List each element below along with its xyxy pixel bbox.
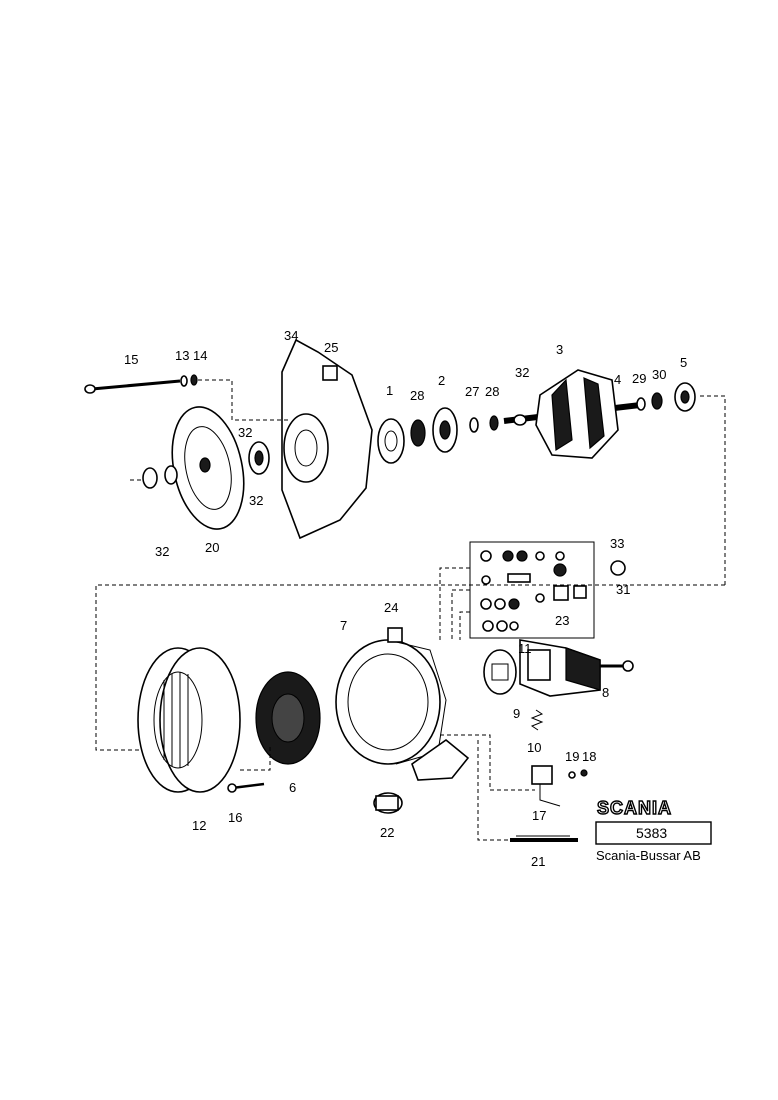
bracket-part (411, 738, 470, 781)
assembly-line-terminal (440, 734, 535, 791)
capacitor-part-22 (373, 792, 403, 814)
front-bearing-part-32 (248, 441, 270, 475)
nut-part-14 (190, 374, 198, 386)
nut-part-18 (580, 769, 588, 777)
callout-7: 7 (340, 618, 347, 633)
voltage-regulator-part-11 (519, 639, 601, 697)
pulley-nut-part-32 (142, 465, 178, 489)
callout-34: 34 (284, 328, 298, 343)
screw-part-8 (600, 660, 634, 672)
callout-17: 17 (532, 808, 546, 823)
callout-16: 16 (228, 810, 242, 825)
assembly-line-panel (439, 567, 470, 640)
rectifier-parts-panel-33 (469, 541, 595, 639)
drawing-number: 5383 (636, 825, 667, 841)
callout-32-shield: 32 (238, 425, 252, 440)
terminal-part-17 (531, 765, 561, 807)
spacer-part-27 (469, 417, 479, 433)
callout-9: 9 (513, 706, 520, 721)
assembly-line-stud (477, 740, 510, 841)
slip-ring-end-shield-part-7 (335, 627, 447, 765)
callout-12: 12 (192, 818, 206, 833)
callout-29: 29 (632, 371, 646, 386)
terminal-screw-part-31 (610, 560, 626, 576)
fan-pulley-part-20 (171, 406, 245, 530)
callout-10: 10 (527, 740, 541, 755)
stator-part-12 (137, 647, 241, 793)
callout-15: 15 (124, 352, 138, 367)
seal-part-28 (410, 419, 426, 447)
callout-20: 20 (205, 540, 219, 555)
callout-30: 30 (652, 367, 666, 382)
callout-33: 33 (610, 536, 624, 551)
callout-2: 2 (438, 373, 445, 388)
rear-bearing-part-5 (674, 382, 696, 412)
callout-3: 3 (556, 342, 563, 357)
stud-part-21 (510, 835, 578, 842)
scania-logo: SCANIA (597, 798, 672, 818)
drawing-number-box (595, 821, 712, 845)
seal-part-28b (489, 415, 499, 431)
callout-27: 27 (465, 384, 479, 399)
callout-32-nut: 32 (155, 544, 169, 559)
washer-part-19 (568, 771, 576, 779)
brand-block: SCANIA 5383 Scania-Bussar AB (595, 797, 712, 863)
callout-23: 23 (555, 613, 569, 628)
rectifier-plate-part-6 (255, 671, 321, 765)
callout-31: 31 (616, 582, 630, 597)
assembly-line-screw16 (240, 745, 271, 771)
through-bolt-part-15 (84, 379, 181, 394)
callout-5: 5 (680, 355, 687, 370)
company-name: Scania-Bussar AB (596, 848, 701, 863)
rotor-part-3 (503, 369, 641, 459)
callout-24: 24 (384, 600, 398, 615)
washer-part-13 (180, 375, 188, 387)
callout-13: 13 (175, 348, 189, 363)
drive-end-shield-part-34 (281, 338, 373, 540)
assembly-line-upper (198, 379, 290, 421)
callout-18: 18 (582, 749, 596, 764)
callout-4: 4 (614, 372, 621, 387)
washer-part-30 (651, 392, 663, 410)
retainer-plate-part-2 (432, 407, 458, 453)
bearing-part-1 (377, 418, 405, 464)
callout-32-bearing: 32 (249, 493, 263, 508)
callout-32-top: 32 (515, 365, 529, 380)
callout-8: 8 (602, 685, 609, 700)
brush-holder-part-9 (483, 649, 517, 695)
callout-28: 28 (410, 388, 424, 403)
callout-6: 6 (289, 780, 296, 795)
assembly-line-right (700, 395, 726, 585)
callout-19: 19 (565, 749, 579, 764)
callout-25: 25 (324, 340, 338, 355)
callout-11: 11 (518, 641, 532, 656)
screw-part-16 (227, 782, 265, 793)
callout-22: 22 (380, 825, 394, 840)
assembly-line-cross (95, 584, 725, 751)
callout-14: 14 (193, 348, 207, 363)
spring-part-10 (530, 709, 544, 731)
callout-21: 21 (531, 854, 545, 869)
callout-1: 1 (386, 383, 393, 398)
slip-ring-part-29 (636, 397, 646, 411)
callout-28b: 28 (485, 384, 499, 399)
